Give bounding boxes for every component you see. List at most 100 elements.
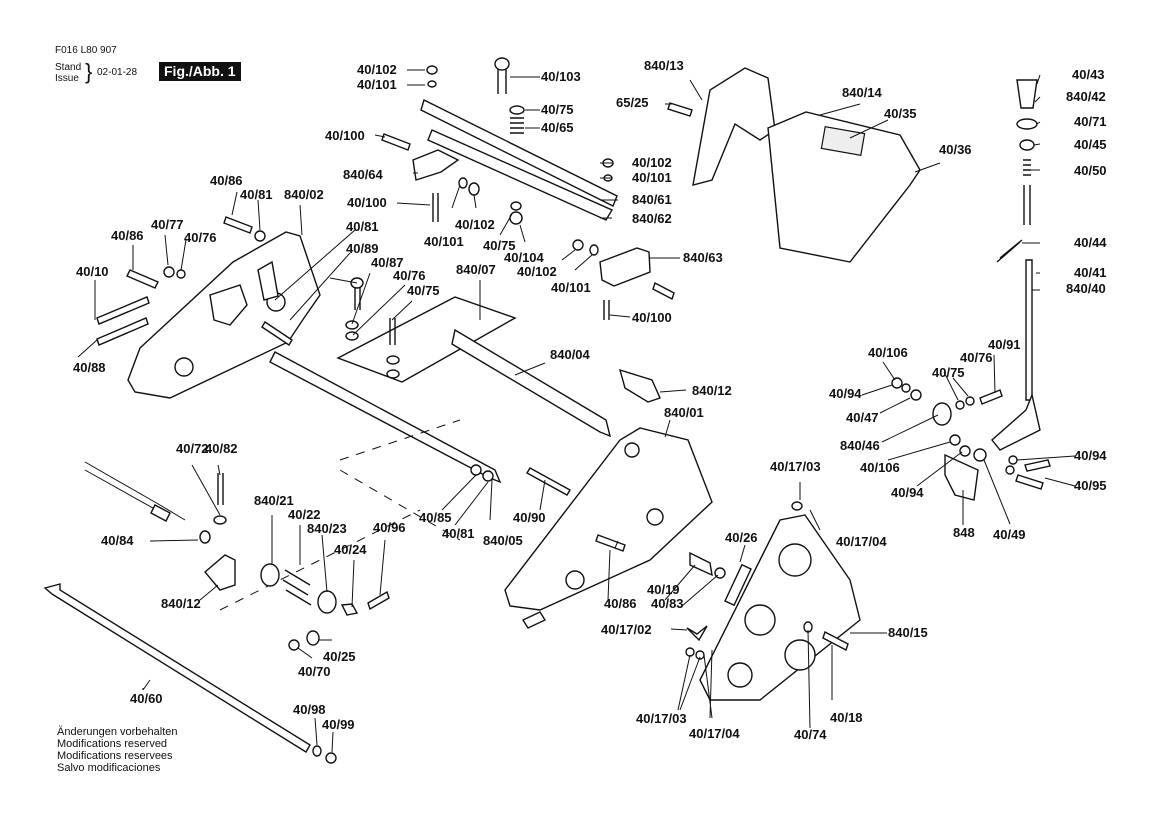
callout-40-106: 40/106 xyxy=(860,460,900,475)
callout-40-83: 40/83 xyxy=(651,596,684,611)
washer-40-101 xyxy=(427,80,437,88)
bolt-40-82 xyxy=(217,473,224,505)
callout-40-45: 40/45 xyxy=(1074,137,1107,152)
callout-40-75: 40/75 xyxy=(932,365,965,380)
callout-40-94: 40/94 xyxy=(1074,448,1107,463)
callout-840-12: 840/12 xyxy=(161,596,201,611)
washer-40-75 xyxy=(509,105,525,115)
callout-40-103: 40/103 xyxy=(541,69,581,84)
bar-840-61 xyxy=(420,99,618,207)
callout-40-100: 40/100 xyxy=(632,310,672,325)
callout-40-88: 40/88 xyxy=(73,360,106,375)
strip-40-26 xyxy=(724,563,752,607)
bolt-40-90 xyxy=(526,467,571,496)
callout-40-91: 40/91 xyxy=(988,337,1021,352)
callout-40-94: 40/94 xyxy=(891,485,924,500)
callout-840-46: 840/46 xyxy=(840,438,880,453)
callout-40-17-02: 40/17/02 xyxy=(601,622,652,637)
callout-40-100: 40/100 xyxy=(347,195,387,210)
callout-840-13: 840/13 xyxy=(644,58,684,73)
callout-40-65: 40/65 xyxy=(541,120,574,135)
bolt-40-86b xyxy=(223,216,253,234)
callout-40-77: 40/77 xyxy=(151,217,184,232)
callout-840-40: 840/40 xyxy=(1066,281,1106,296)
cable xyxy=(84,461,186,521)
callout-40-24: 40/24 xyxy=(334,542,367,557)
brace-icon: } xyxy=(85,59,93,84)
leader-lines xyxy=(77,69,1076,753)
bracket-840-63 xyxy=(599,247,651,287)
callout-40-47: 40/47 xyxy=(846,410,879,425)
bolt-40-96 xyxy=(367,590,390,611)
shaft-stub xyxy=(521,611,547,629)
rod-40-60 xyxy=(43,583,311,753)
callout-840-02: 840/02 xyxy=(284,187,324,202)
callout-40-94: 40/94 xyxy=(829,386,862,401)
callout-40-75: 40/75 xyxy=(407,283,440,298)
rail-840-05 xyxy=(269,351,502,484)
cover-840-13 xyxy=(692,67,776,186)
callout-40-87: 40/87 xyxy=(371,255,404,270)
callout-40-17-04: 40/17/04 xyxy=(689,726,740,741)
washer-40-71 xyxy=(1016,118,1038,130)
nut-40-77 xyxy=(163,266,175,278)
callout-40-17-03: 40/17/03 xyxy=(770,459,821,474)
callout-40-98: 40/98 xyxy=(293,702,326,717)
callout-40-86: 40/86 xyxy=(210,173,243,188)
bracket-840-64 xyxy=(412,149,460,181)
callout-40-25: 40/25 xyxy=(323,649,356,664)
bracket-840-46 xyxy=(932,402,952,426)
bolt-65-25 xyxy=(667,102,693,117)
bar-840-62 xyxy=(427,129,614,221)
callout-40-41: 40/41 xyxy=(1074,265,1107,280)
callout-40-60: 40/60 xyxy=(130,691,163,706)
note-spanish: Salvo modificaciones xyxy=(57,762,161,774)
callout-840-21: 840/21 xyxy=(254,493,294,508)
callout-40-90: 40/90 xyxy=(513,510,546,525)
bolt-40-86c xyxy=(595,534,626,552)
document-number: F016 L80 907 xyxy=(55,45,117,56)
washer-40-81 xyxy=(254,230,266,242)
issue-date: 02-01-28 xyxy=(97,67,138,78)
belt-guard-840-15 xyxy=(699,514,861,701)
callout-40-96: 40/96 xyxy=(373,520,406,535)
bolt-40-81 xyxy=(261,321,293,346)
note-english: Modifications reserved xyxy=(57,738,168,750)
callout-840-64: 840/64 xyxy=(343,167,383,182)
callout-840-05: 840/05 xyxy=(483,533,523,548)
spring-40-22 xyxy=(282,569,312,606)
callout-40-76: 40/76 xyxy=(393,268,426,283)
rail-840-04 xyxy=(451,328,612,438)
label-40-35 xyxy=(820,125,866,157)
callout-40-75: 40/75 xyxy=(541,102,574,117)
nut-40-45 xyxy=(1019,139,1035,151)
callout-40-104: 40/104 xyxy=(504,250,544,265)
callout-840-12: 840/12 xyxy=(692,383,732,398)
callout-40-102: 40/102 xyxy=(517,264,557,279)
callout-40-22: 40/22 xyxy=(288,507,321,522)
lever-840-12 xyxy=(618,368,661,403)
callout-40-36: 40/36 xyxy=(939,142,972,157)
spring-40-44 xyxy=(996,239,1023,263)
callout-40-101: 40/101 xyxy=(632,170,672,185)
callout-40-75: 40/75 xyxy=(483,238,516,253)
bolt-40-18 xyxy=(822,630,849,652)
callout-40-81: 40/81 xyxy=(346,219,379,234)
callout-40-89: 40/89 xyxy=(346,241,379,256)
lever-840-40 xyxy=(1025,259,1033,401)
note-french: Modifications reservees xyxy=(57,750,173,762)
note-german: Änderungen vorbehalten xyxy=(57,726,178,738)
callout-40-10: 40/10 xyxy=(76,264,109,279)
knob-40-43 xyxy=(1016,79,1038,109)
callout-840-01: 840/01 xyxy=(664,405,704,420)
spring-40-65 xyxy=(510,117,524,134)
callout-40-82: 40/82 xyxy=(205,441,238,456)
callout-40-43: 40/43 xyxy=(1072,67,1105,82)
callout-40-84: 40/84 xyxy=(101,533,134,548)
callout-40-74: 40/74 xyxy=(794,727,827,742)
bushing-40-19 xyxy=(689,551,713,577)
spring-40-50 xyxy=(1023,159,1031,176)
plate-bracket xyxy=(209,284,248,326)
callout-40-35: 40/35 xyxy=(884,106,917,121)
